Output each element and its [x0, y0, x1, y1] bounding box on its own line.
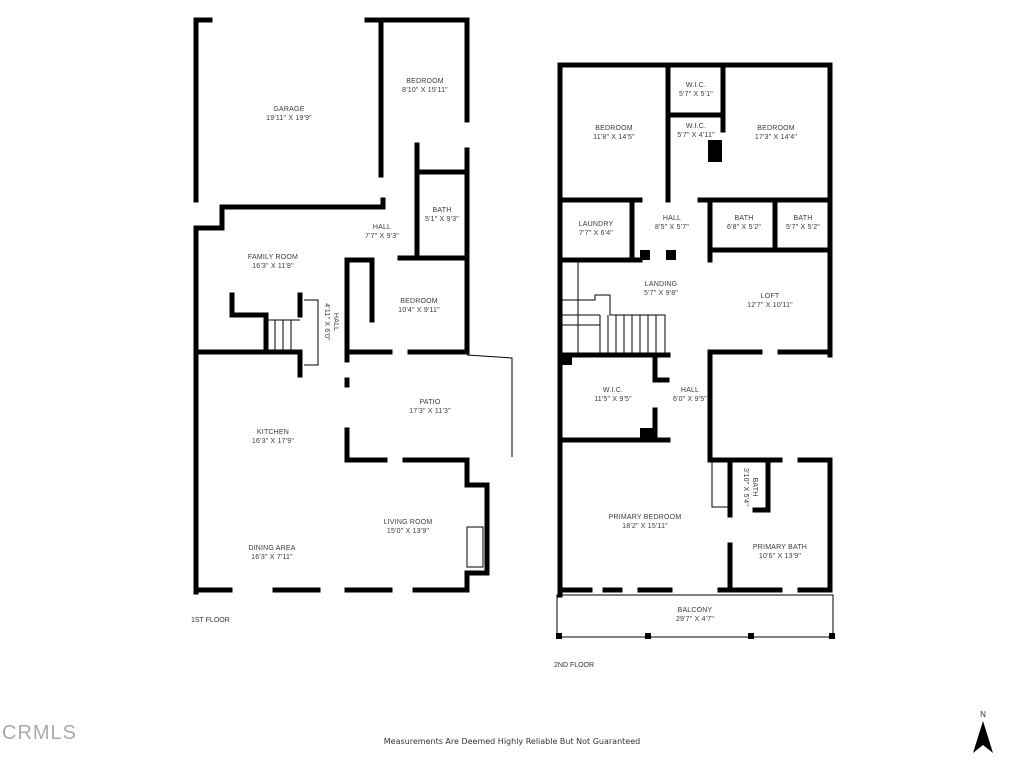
- compass-label: N: [980, 710, 986, 719]
- room-wic-2f-b: W.I.C.5'7" X 4'11": [677, 123, 715, 139]
- north-compass: N: [968, 710, 998, 760]
- room-wic-2f-a: W.I.C.5'7" X 5'1": [679, 82, 713, 98]
- north-arrow-icon: [973, 721, 993, 753]
- floor-label-1st: 1ST FLOOR: [191, 617, 230, 624]
- crmls-logo: CRMLS: [2, 722, 78, 744]
- disclaimer-text: Measurements Are Deemed Highly Reliable …: [383, 737, 641, 746]
- room-wic-2f-c: W.I.C.11'5" X 9'5": [594, 387, 632, 403]
- floor-label-2nd: 2ND FLOOR: [554, 662, 595, 669]
